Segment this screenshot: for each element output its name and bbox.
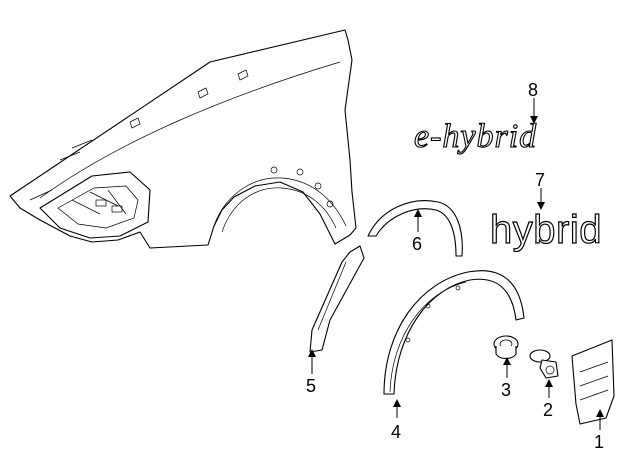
upper-arch-trim <box>367 200 463 257</box>
wheel-arch-molding <box>383 270 525 395</box>
callout-7: 7 <box>535 170 545 190</box>
callout-4: 4 <box>391 422 401 442</box>
leader-lines <box>308 98 604 430</box>
side-bracket <box>571 339 615 425</box>
vertical-trim-strip <box>309 245 365 353</box>
callout-8: 8 <box>528 80 538 100</box>
hybrid-badge: hybrid <box>490 208 602 252</box>
callout-3: 3 <box>501 380 511 400</box>
callout-1: 1 <box>594 432 604 452</box>
push-clip <box>529 349 559 379</box>
callout-6: 6 <box>412 234 422 254</box>
e-hybrid-badge: e-hybrid <box>414 118 537 155</box>
callout-5: 5 <box>306 376 316 396</box>
callout-2: 2 <box>543 400 553 420</box>
grommet <box>493 335 519 360</box>
front-fender <box>9 29 357 249</box>
